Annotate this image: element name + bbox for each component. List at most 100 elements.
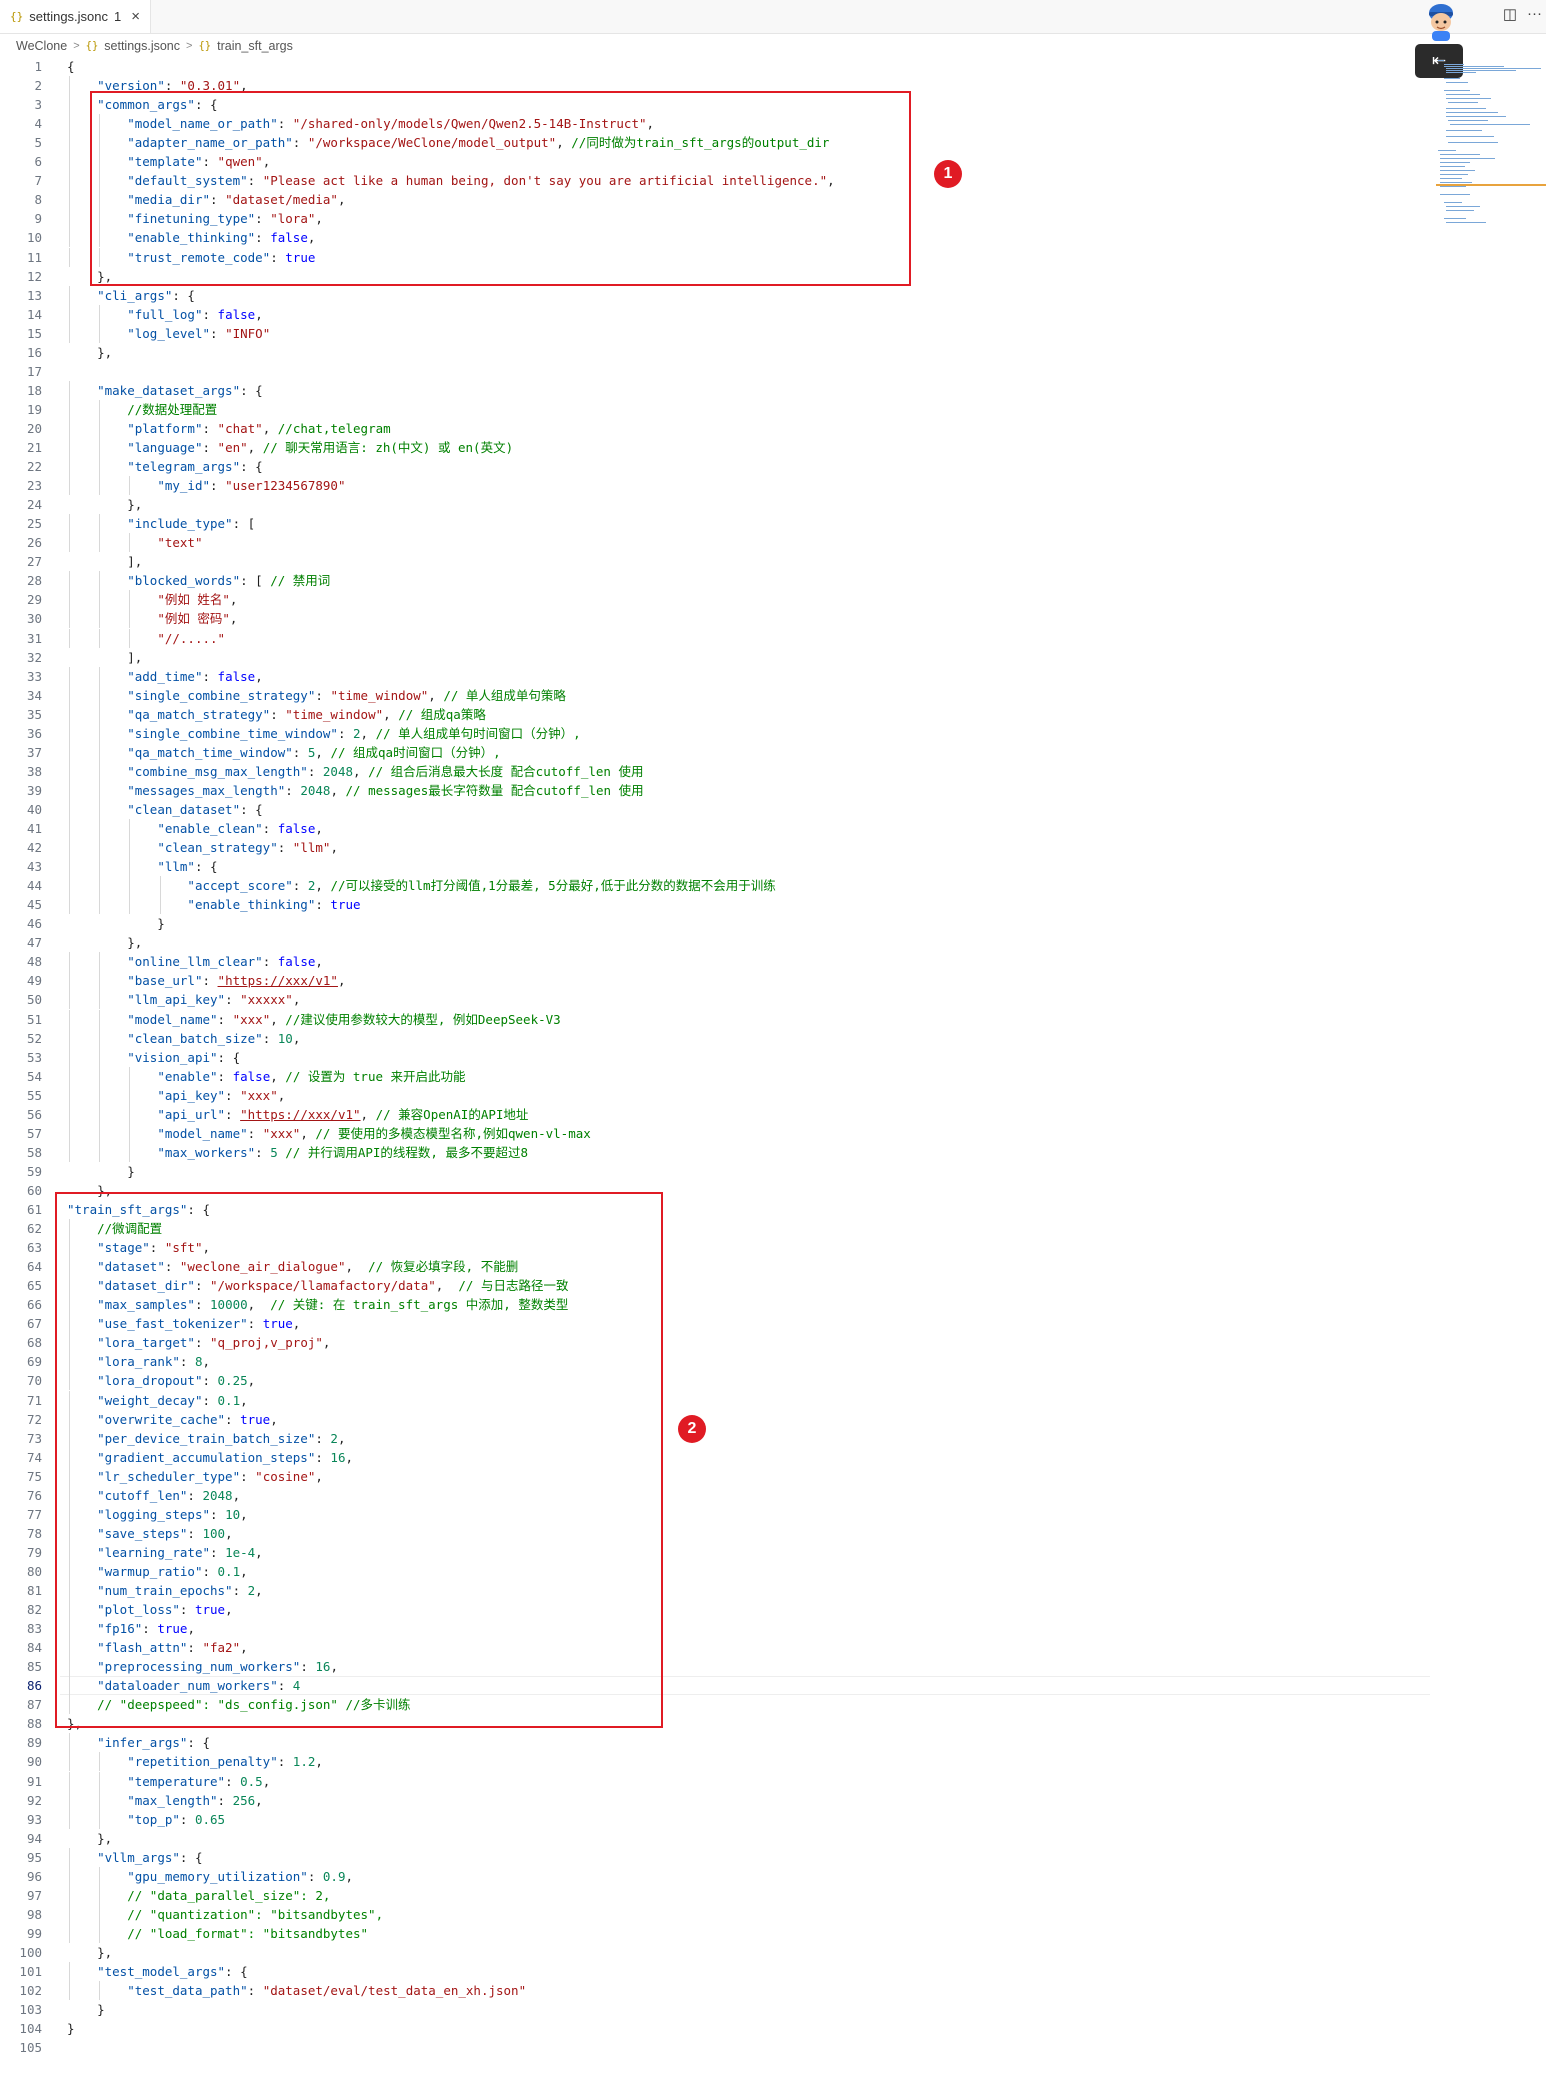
more-actions-icon[interactable]: ··· xyxy=(1527,5,1542,22)
code-line[interactable]: 90 "repetition_penalty": 1.2, xyxy=(0,1752,1430,1772)
code-line[interactable]: 80 "warmup_ratio": 0.1, xyxy=(0,1561,1430,1581)
breadcrumb-item-symbol[interactable]: train_sft_args xyxy=(217,39,293,53)
code-line[interactable]: 38 "combine_msg_max_length": 2048, // 组合… xyxy=(0,761,1430,781)
code-line[interactable]: 51 "model_name": "xxx", //建议使用参数较大的模型, 例… xyxy=(0,1009,1430,1029)
code-line[interactable]: 97 // "data_parallel_size": 2, xyxy=(0,1885,1430,1905)
code-line[interactable]: 29 "例如 姓名", xyxy=(0,590,1430,610)
code-line[interactable]: 48 "online_llm_clear": false, xyxy=(0,952,1430,972)
code-line[interactable]: 65 "dataset_dir": "/workspace/llamafacto… xyxy=(0,1276,1430,1296)
code-line[interactable]: 35 "qa_match_strategy": "time_window", /… xyxy=(0,704,1430,724)
code-line[interactable]: 27 ], xyxy=(0,552,1430,571)
code-line[interactable]: 15 "log_level": "INFO" xyxy=(0,323,1430,343)
code-line[interactable]: 12 }, xyxy=(0,267,1430,286)
code-line[interactable]: 39 "messages_max_length": 2048, // messa… xyxy=(0,780,1430,800)
code-line[interactable]: 86 "dataloader_num_workers": 4 xyxy=(0,1676,1430,1696)
code-line[interactable]: 30 "例如 密码", xyxy=(0,609,1430,629)
minimap[interactable] xyxy=(1436,58,1546,268)
code-line[interactable]: 61"train_sft_args": { xyxy=(0,1200,1430,1219)
code-line[interactable]: 70 "lora_dropout": 0.25, xyxy=(0,1371,1430,1391)
code-line[interactable]: 66 "max_samples": 10000, // 关键: 在 train_… xyxy=(0,1295,1430,1315)
code-line[interactable]: 62 //微调配置 xyxy=(0,1219,1430,1239)
code-line[interactable]: 100 }, xyxy=(0,1943,1430,1962)
code-line[interactable]: 91 "temperature": 0.5, xyxy=(0,1771,1430,1791)
code-line[interactable]: 89 "infer_args": { xyxy=(0,1733,1430,1753)
code-line[interactable]: 47 }, xyxy=(0,933,1430,952)
code-line[interactable]: 42 "clean_strategy": "llm", xyxy=(0,838,1430,858)
code-line[interactable]: 73 "per_device_train_batch_size": 2, xyxy=(0,1428,1430,1448)
code-line[interactable]: 92 "max_length": 256, xyxy=(0,1790,1430,1810)
code-line[interactable]: 3 "common_args": { xyxy=(0,95,1430,115)
code-line[interactable]: 99 // "load_format": "bitsandbytes" xyxy=(0,1923,1430,1943)
code-line[interactable]: 40 "clean_dataset": { xyxy=(0,799,1430,819)
code-line[interactable]: 60 }, xyxy=(0,1181,1430,1200)
code-line[interactable]: 10 "enable_thinking": false, xyxy=(0,228,1430,248)
code-line[interactable]: 85 "preprocessing_num_workers": 16, xyxy=(0,1657,1430,1677)
code-line[interactable]: 53 "vision_api": { xyxy=(0,1047,1430,1067)
code-line[interactable]: 104} xyxy=(0,2019,1430,2038)
code-line[interactable]: 33 "add_time": false, xyxy=(0,666,1430,686)
code-line[interactable]: 44 "accept_score": 2, //可以接受的llm打分阈值,1分最… xyxy=(0,876,1430,896)
code-line[interactable]: 54 "enable": false, // 设置为 true 来开启此功能 xyxy=(0,1066,1430,1086)
code-line[interactable]: 96 "gpu_memory_utilization": 0.9, xyxy=(0,1866,1430,1886)
code-line[interactable]: 78 "save_steps": 100, xyxy=(0,1523,1430,1543)
code-line[interactable]: 101 "test_model_args": { xyxy=(0,1962,1430,1981)
code-line[interactable]: 36 "single_combine_time_window": 2, // 单… xyxy=(0,723,1430,743)
code-editor[interactable]: 1{2 "version": "0.3.01",3 "common_args":… xyxy=(0,57,1430,2057)
breadcrumb-item-file[interactable]: settings.jsonc xyxy=(104,39,181,53)
code-line[interactable]: 63 "stage": "sft", xyxy=(0,1238,1430,1258)
code-line[interactable]: 16 }, xyxy=(0,343,1430,362)
code-line[interactable]: 13 "cli_args": { xyxy=(0,285,1430,305)
code-line[interactable]: 5 "adapter_name_or_path": "/workspace/We… xyxy=(0,133,1430,153)
code-line[interactable]: 49 "base_url": "https://xxx/v1", xyxy=(0,971,1430,991)
code-line[interactable]: 76 "cutoff_len": 2048, xyxy=(0,1485,1430,1505)
code-line[interactable]: 18 "make_dataset_args": { xyxy=(0,380,1430,400)
code-line[interactable]: 103 } xyxy=(0,2000,1430,2019)
code-line[interactable]: 19 //数据处理配置 xyxy=(0,399,1430,419)
code-line[interactable]: 71 "weight_decay": 0.1, xyxy=(0,1390,1430,1410)
code-line[interactable]: 41 "enable_clean": false, xyxy=(0,819,1430,838)
code-line[interactable]: 68 "lora_target": "q_proj,v_proj", xyxy=(0,1333,1430,1353)
split-editor-icon[interactable]: ◫ xyxy=(1502,6,1517,23)
code-line[interactable]: 24 }, xyxy=(0,495,1430,514)
code-line[interactable]: 8 "media_dir": "dataset/media", xyxy=(0,190,1430,210)
code-line[interactable]: 81 "num_train_epochs": 2, xyxy=(0,1581,1430,1600)
code-line[interactable]: 52 "clean_batch_size": 10, xyxy=(0,1028,1430,1048)
code-line[interactable]: 34 "single_combine_strategy": "time_wind… xyxy=(0,685,1430,705)
code-line[interactable]: 75 "lr_scheduler_type": "cosine", xyxy=(0,1466,1430,1486)
code-line[interactable]: 26 "text" xyxy=(0,533,1430,553)
code-line[interactable]: 82 "plot_loss": true, xyxy=(0,1600,1430,1620)
code-line[interactable]: 102 "test_data_path": "dataset/eval/test… xyxy=(0,1981,1430,2001)
code-line[interactable]: 17 xyxy=(0,362,1430,381)
code-line[interactable]: 64 "dataset": "weclone_air_dialogue", //… xyxy=(0,1257,1430,1277)
code-line[interactable]: 84 "flash_attn": "fa2", xyxy=(0,1638,1430,1658)
code-line[interactable]: 98 // "quantization": "bitsandbytes", xyxy=(0,1904,1430,1924)
code-line[interactable]: 1{ xyxy=(0,57,1430,76)
code-line[interactable]: 22 "telegram_args": { xyxy=(0,457,1430,477)
code-line[interactable]: 6 "template": "qwen", xyxy=(0,152,1430,172)
avatar[interactable] xyxy=(1424,2,1458,42)
code-line[interactable]: 9 "finetuning_type": "lora", xyxy=(0,209,1430,229)
close-icon[interactable]: × xyxy=(131,8,141,25)
code-line[interactable]: 25 "include_type": [ xyxy=(0,514,1430,534)
code-line[interactable]: 45 "enable_thinking": true xyxy=(0,895,1430,915)
code-line[interactable]: 37 "qa_match_time_window": 5, // 组成qa时间窗… xyxy=(0,742,1430,762)
code-line[interactable]: 105 xyxy=(0,2038,1430,2057)
code-line[interactable]: 4 "model_name_or_path": "/shared-only/mo… xyxy=(0,114,1430,134)
code-line[interactable]: 69 "lora_rank": 8, xyxy=(0,1352,1430,1372)
code-line[interactable]: 57 "model_name": "xxx", // 要使用的多模态模型名称,例… xyxy=(0,1123,1430,1143)
code-line[interactable]: 79 "learning_rate": 1e-4, xyxy=(0,1542,1430,1562)
breadcrumb-item-folder[interactable]: WeClone xyxy=(16,39,68,53)
code-line[interactable]: 58 "max_workers": 5 // 并行调用API的线程数, 最多不要… xyxy=(0,1142,1430,1162)
code-line[interactable]: 74 "gradient_accumulation_steps": 16, xyxy=(0,1447,1430,1467)
code-line[interactable]: 72 "overwrite_cache": true, xyxy=(0,1409,1430,1429)
code-line[interactable]: 95 "vllm_args": { xyxy=(0,1847,1430,1867)
code-line[interactable]: 55 "api_key": "xxx", xyxy=(0,1085,1430,1105)
code-line[interactable]: 67 "use_fast_tokenizer": true, xyxy=(0,1314,1430,1334)
code-line[interactable]: 14 "full_log": false, xyxy=(0,304,1430,324)
code-line[interactable]: 94 }, xyxy=(0,1829,1430,1848)
code-line[interactable]: 43 "llm": { xyxy=(0,857,1430,877)
code-line[interactable]: 7 "default_system": "Please act like a h… xyxy=(0,171,1430,191)
code-line[interactable]: 77 "logging_steps": 10, xyxy=(0,1504,1430,1524)
code-line[interactable]: 31 "//....." xyxy=(0,628,1430,648)
code-line[interactable]: 93 "top_p": 0.65 xyxy=(0,1809,1430,1829)
